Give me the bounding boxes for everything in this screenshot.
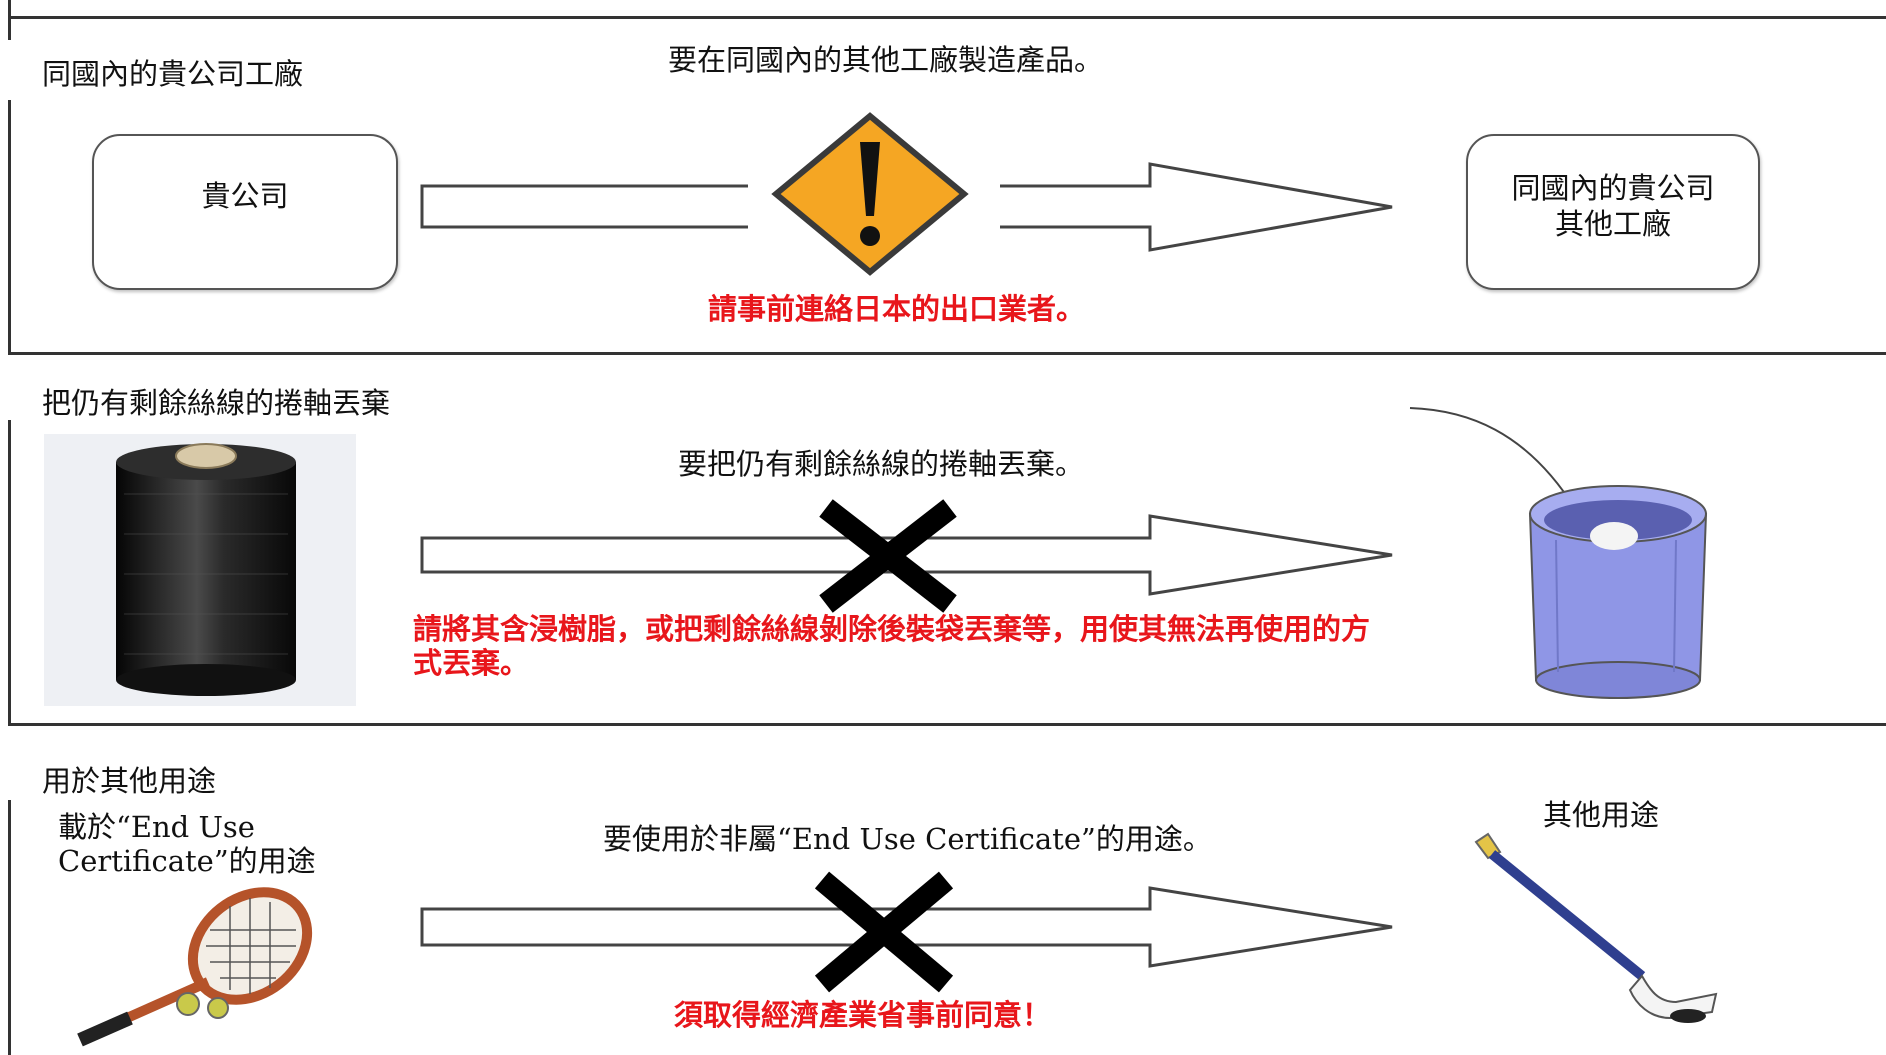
trash-bin-icon bbox=[1409, 407, 1708, 699]
tennis-racket-icon bbox=[77, 887, 313, 1047]
note-contact-exporter: 請事前連絡日本的出口業者。 bbox=[708, 292, 1086, 326]
row-divider-1 bbox=[8, 352, 1886, 355]
left-border-c bbox=[8, 420, 11, 726]
section-label-factory: 同國內的貴公司工廠 bbox=[42, 57, 304, 91]
row-divider-2 bbox=[8, 723, 1886, 726]
note-mask bbox=[660, 993, 1060, 1037]
source-box-company: 貴公司 bbox=[92, 134, 398, 290]
note-meti-consent: 須取得經濟產業省事前同意！ bbox=[674, 998, 1052, 1032]
cross-mark-icon bbox=[814, 871, 954, 993]
fiber-spool-icon bbox=[44, 434, 356, 706]
hockey-stick-icon bbox=[1474, 832, 1718, 1023]
source-label-end-use: 載於“End Use Certificate”的用途 bbox=[58, 810, 316, 878]
left-border-d bbox=[8, 800, 11, 1055]
target-box-other-factory: 同國內的貴公司 其他工廠 bbox=[1466, 134, 1760, 290]
section-label-other-use: 用於其他用途 bbox=[42, 764, 217, 798]
source-box-label: 貴公司 bbox=[201, 179, 289, 213]
section-label-discard-spool: 把仍有剩餘絲線的捲軸丟棄 bbox=[42, 386, 391, 420]
action-text-other-use: 要使用於非屬“End Use Certificate”的用途。 bbox=[603, 822, 1212, 856]
left-border-b bbox=[8, 100, 11, 355]
top-border bbox=[8, 16, 1886, 19]
left-border-a bbox=[8, 0, 11, 40]
target-label-other-use: 其他用途 bbox=[1543, 798, 1660, 832]
target-box-label: 同國內的貴公司 其他工廠 bbox=[1511, 171, 1715, 241]
cross-mark-icon bbox=[819, 499, 957, 613]
exclamation-warning-icon bbox=[771, 112, 969, 276]
action-text-discard: 要把仍有剩餘絲線的捲軸丟棄。 bbox=[678, 447, 1085, 481]
note-disposal-method: 請將其含浸樹脂，或把剩餘絲線剝除後裝袋丟棄等，用使其無法再使用的方式丟棄。 bbox=[413, 612, 1371, 680]
action-text-manufacture: 要在同國內的其他工廠製造產品。 bbox=[668, 43, 1104, 77]
